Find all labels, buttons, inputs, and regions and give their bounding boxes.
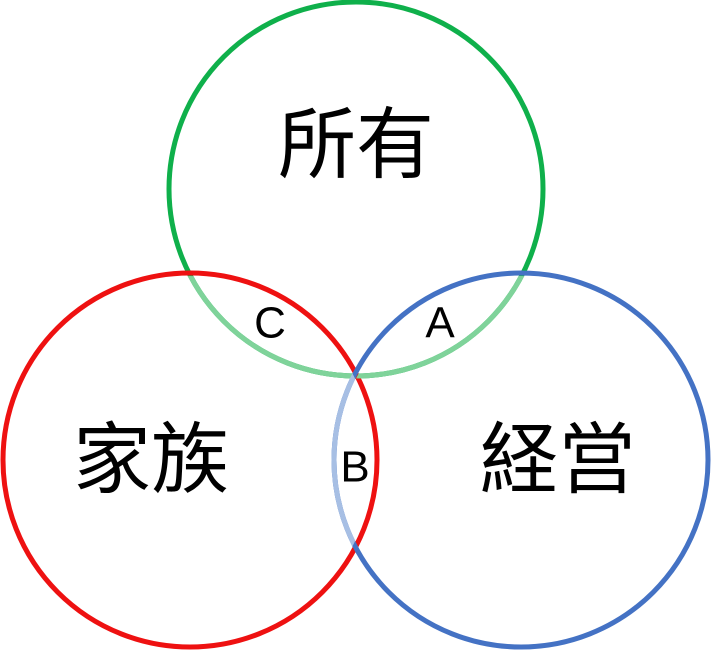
overlap-label-a: A [425,299,455,348]
management-arc-inside-family [331,276,374,644]
label-ownership: 所有 [278,100,434,190]
overlap-label-b: B [340,443,369,492]
circle-family [0,270,380,650]
label-family: 家族 [73,415,229,505]
label-management: 経営 [480,415,636,505]
overlap-label-c: C [254,299,286,348]
